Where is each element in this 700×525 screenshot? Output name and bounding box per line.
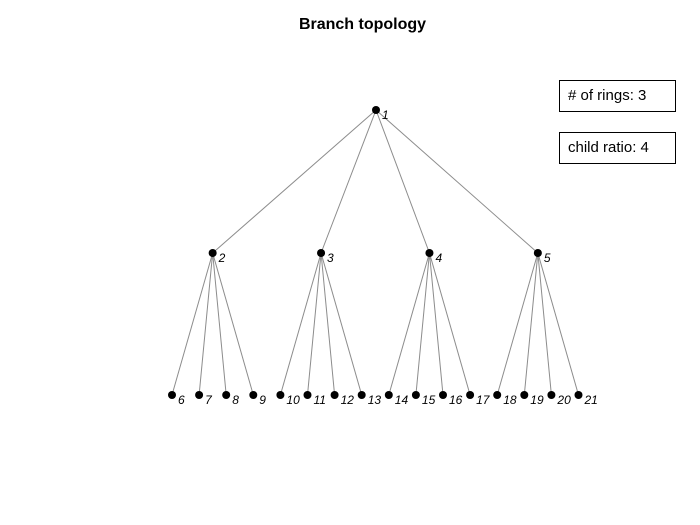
node-4: [425, 249, 434, 257]
node-label-12: 12: [341, 393, 355, 407]
edges-layer: [171, 109, 579, 396]
node-19: [520, 391, 529, 399]
node-15: [411, 391, 420, 399]
edge-5-19: [523, 252, 539, 396]
edge-5-21: [537, 252, 579, 396]
edge-4-17: [428, 252, 471, 396]
node-9: [249, 391, 258, 399]
node-label-15: 15: [422, 393, 436, 407]
edge-3-10: [279, 252, 322, 396]
node-7: [195, 391, 204, 399]
rings-info-box: # of rings: 3: [559, 80, 676, 112]
node-label-3: 3: [327, 251, 334, 265]
edge-1-3: [320, 109, 377, 254]
node-18: [493, 391, 502, 399]
node-label-17: 17: [476, 393, 491, 407]
node-label-7: 7: [205, 393, 213, 407]
node-label-11: 11: [314, 393, 326, 407]
node-13: [357, 391, 366, 399]
node-label-9: 9: [259, 393, 266, 407]
edge-3-12: [320, 252, 336, 396]
edge-2-7: [198, 252, 214, 396]
node-label-6: 6: [178, 393, 185, 407]
node-20: [547, 391, 556, 399]
node-label-20: 20: [556, 393, 571, 407]
edge-2-9: [212, 252, 254, 396]
edge-3-11: [307, 252, 322, 396]
node-label-10: 10: [286, 393, 300, 407]
node-label-14: 14: [395, 393, 409, 407]
node-14: [384, 391, 393, 399]
node-1: [372, 106, 380, 114]
diagram-title: Branch topology: [298, 16, 427, 33]
edge-4-16: [428, 252, 444, 396]
node-10: [276, 391, 285, 399]
node-17: [466, 391, 475, 399]
node-3: [317, 249, 326, 257]
node-5: [533, 249, 542, 257]
node-label-8: 8: [232, 393, 239, 407]
node-label-4: 4: [435, 251, 442, 265]
edge-3-13: [320, 252, 363, 396]
node-12: [330, 391, 339, 399]
node-16: [439, 391, 447, 399]
edge-4-15: [415, 252, 430, 396]
node-8: [222, 391, 231, 399]
edge-2-8: [212, 252, 227, 396]
node-label-21: 21: [584, 393, 598, 407]
node-label-5: 5: [544, 251, 551, 265]
node-label-18: 18: [503, 393, 517, 407]
node-2: [208, 249, 217, 257]
node-label-1: 1: [382, 108, 389, 122]
node-label-2: 2: [218, 251, 226, 265]
node-label-16: 16: [449, 393, 463, 407]
node-6: [168, 391, 176, 399]
edge-1-4: [375, 109, 430, 254]
edge-5-18: [496, 252, 539, 396]
edge-2-6: [171, 252, 214, 396]
node-21: [574, 391, 583, 399]
edge-1-5: [375, 109, 539, 254]
node-label-13: 13: [368, 393, 382, 407]
edge-4-14: [388, 252, 430, 396]
node-11: [303, 391, 312, 399]
edge-1-2: [212, 109, 377, 254]
node-label-19: 19: [530, 393, 544, 407]
edge-5-20: [537, 252, 552, 396]
child-ratio-info-box: child ratio: 4: [559, 132, 676, 164]
